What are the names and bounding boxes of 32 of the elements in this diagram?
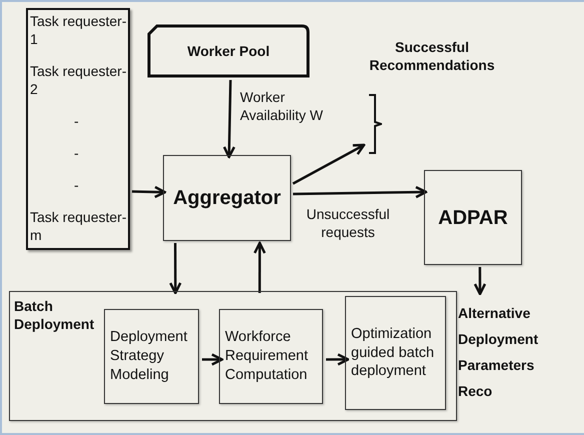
arrow [474, 267, 486, 296]
arrow [202, 353, 224, 366]
node-label: Worker Pool [187, 42, 270, 60]
arrow [292, 186, 428, 198]
node-label: Aggregator [173, 186, 281, 211]
arrow [326, 353, 350, 366]
node-label: - [74, 144, 80, 162]
group-title: Batch Deployment [14, 297, 96, 334]
process-box [424, 170, 522, 265]
process-box [104, 309, 199, 404]
node-label: Optimization guided batch deployment [351, 324, 436, 382]
arrow [169, 243, 182, 294]
node-label: Workforce Requirement Computation [225, 328, 310, 385]
process-box [26, 8, 130, 250]
process-box [147, 24, 310, 78]
node-label: Task requester-m [30, 208, 128, 244]
node-label: ADPAR [438, 206, 508, 230]
process-box [9, 291, 457, 421]
arrow [222, 80, 236, 158]
process-box [345, 296, 446, 410]
node-label: - [74, 176, 80, 194]
process-box [163, 155, 291, 241]
node-label: Successful Recommendations [368, 38, 496, 74]
arrow [132, 186, 166, 198]
arrow [253, 242, 266, 293]
node-label: Task requester-1 [30, 12, 128, 48]
arrow [292, 144, 366, 185]
node-label: - [74, 112, 80, 130]
node-label: Task requester-2 [30, 62, 128, 98]
process-box [219, 309, 323, 404]
node-label: Alternative Deployment Parameters Reco [458, 304, 540, 401]
node-label: Deployment Strategy Modeling [110, 328, 188, 385]
